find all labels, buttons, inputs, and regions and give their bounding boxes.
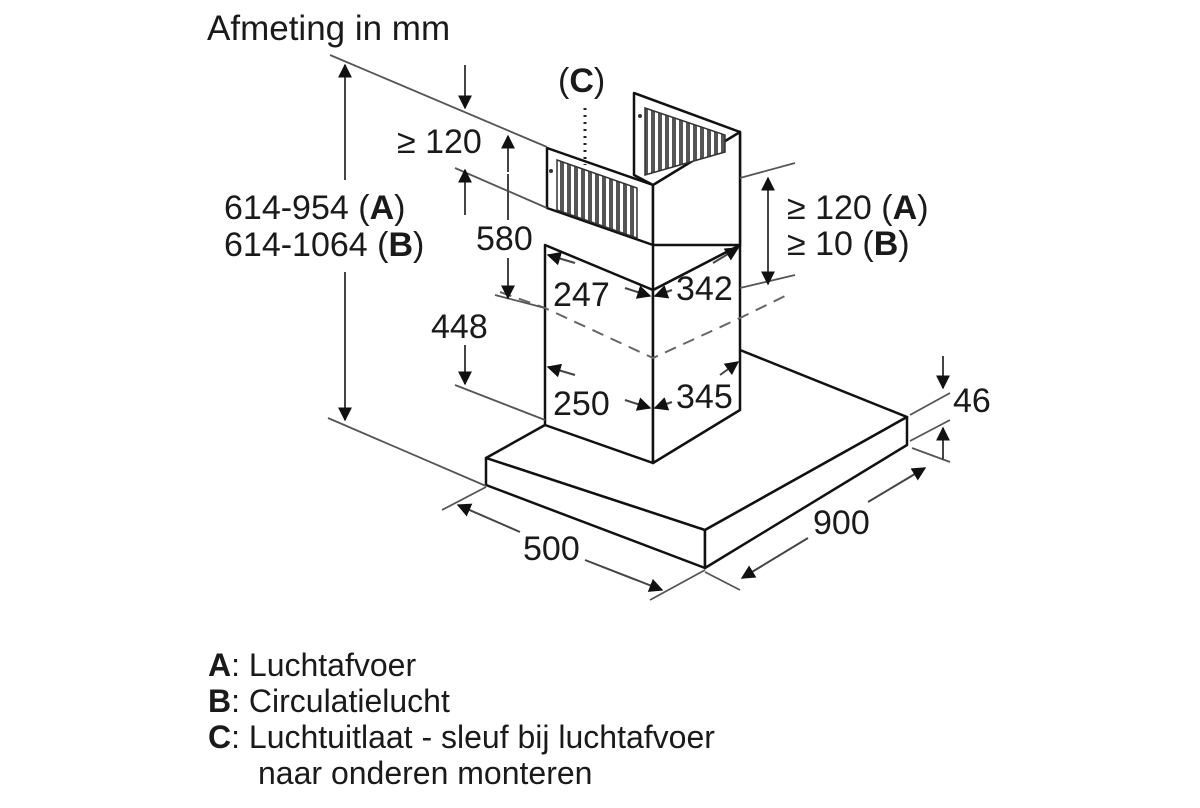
- hood-canopy: [484, 348, 909, 570]
- dim-hood-thickness: 46: [953, 382, 991, 420]
- dim-total-height: 614-954 (A) 614-1064 (B): [224, 189, 425, 264]
- dim-lower-width: 250: [553, 385, 610, 423]
- legend-item-c-continuation: naar onderen monteren: [258, 755, 593, 791]
- legend-item-c: C: Luchtuitlaat - sleuf bij luchtafvoer: [208, 719, 715, 755]
- diagram-title: Afmeting in mm: [207, 9, 451, 48]
- dim-lower-depth: 345: [676, 378, 733, 416]
- legend-item-a: A: Luchtafvoer: [208, 647, 417, 683]
- chimney-lower: [543, 243, 742, 465]
- air-outlet-grille-back: [644, 106, 726, 176]
- legend: A: Luchtafvoer B: Circulatielucht C: Luc…: [208, 647, 715, 791]
- dim-upper-width: 247: [553, 276, 610, 314]
- dim-chimney-lower: 448: [431, 308, 488, 346]
- dim-chimney-upper: 580: [476, 220, 533, 258]
- dim-hood-width: 900: [813, 504, 870, 542]
- dim-upper-depth: 342: [676, 270, 733, 308]
- legend-item-b: B: Circulatielucht: [208, 683, 450, 719]
- dim-top-clearance-right: ≥ 120 (A) ≥ 10 (B): [787, 189, 929, 263]
- outlet-marker-c: (C): [558, 62, 606, 100]
- dim-top-clearance-left: ≥ 120: [397, 123, 482, 161]
- chimney-section-seam: [499, 291, 786, 360]
- dim-hood-depth: 500: [523, 530, 580, 568]
- air-outlet-grille-front: [556, 158, 638, 240]
